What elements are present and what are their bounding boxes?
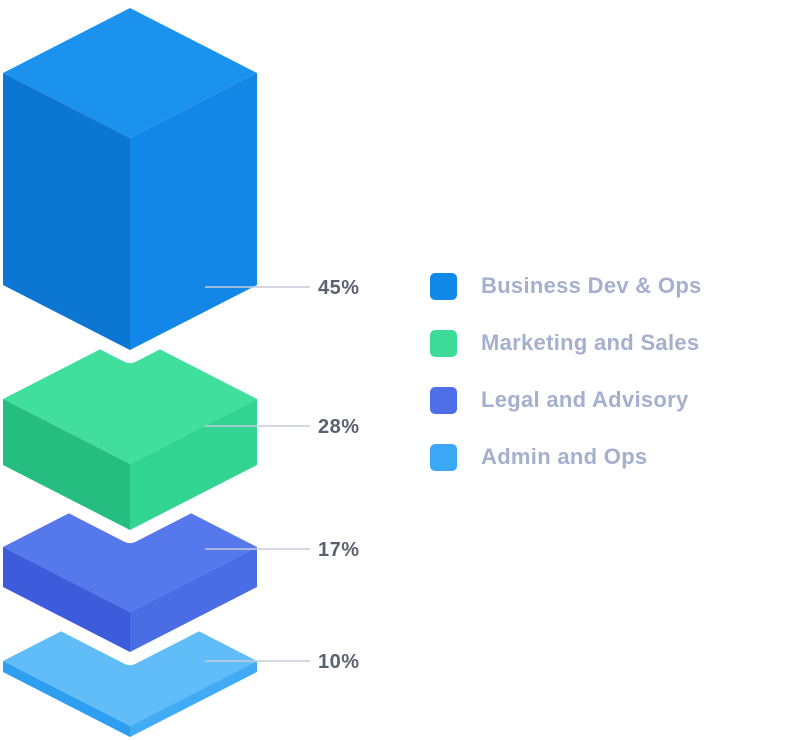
block-left-face <box>3 547 130 652</box>
block-marketing-and-sales <box>0 321 270 543</box>
block-left-face <box>3 73 130 350</box>
block-right-face <box>130 73 257 350</box>
value-label-business: 45% <box>318 277 360 299</box>
legend-swatch-marketing <box>430 329 457 357</box>
legend-swatch-business <box>430 272 457 300</box>
legend-label-marketing: Marketing and Sales <box>481 330 700 355</box>
block-left-face <box>3 399 130 530</box>
legend-swatch-legal <box>430 386 457 414</box>
value-label-admin: 10% <box>318 651 360 673</box>
value-callouts: 45% 28% 17% 10% <box>205 277 360 673</box>
legend-item-legal: Legal and Advisory <box>430 386 702 414</box>
legend-swatch-admin <box>430 443 457 471</box>
block-business-dev-and-ops <box>0 0 270 363</box>
block-legal-and-advisory <box>0 469 270 665</box>
legend-item-admin: Admin and Ops <box>430 443 702 471</box>
legend-item-business: Business Dev & Ops <box>430 272 702 300</box>
block-right-face <box>130 399 257 530</box>
legend: Business Dev & Ops Marketing and Sales L… <box>430 272 702 471</box>
legend-label-legal: Legal and Advisory <box>481 387 689 412</box>
block-right-face <box>130 547 257 652</box>
legend-label-business: Business Dev & Ops <box>481 273 702 298</box>
block-left-face <box>3 661 130 737</box>
value-label-legal: 17% <box>318 539 360 561</box>
block-right-face <box>130 661 257 737</box>
legend-label-admin: Admin and Ops <box>481 444 648 469</box>
value-label-marketing: 28% <box>318 416 360 438</box>
legend-item-marketing: Marketing and Sales <box>430 329 702 357</box>
